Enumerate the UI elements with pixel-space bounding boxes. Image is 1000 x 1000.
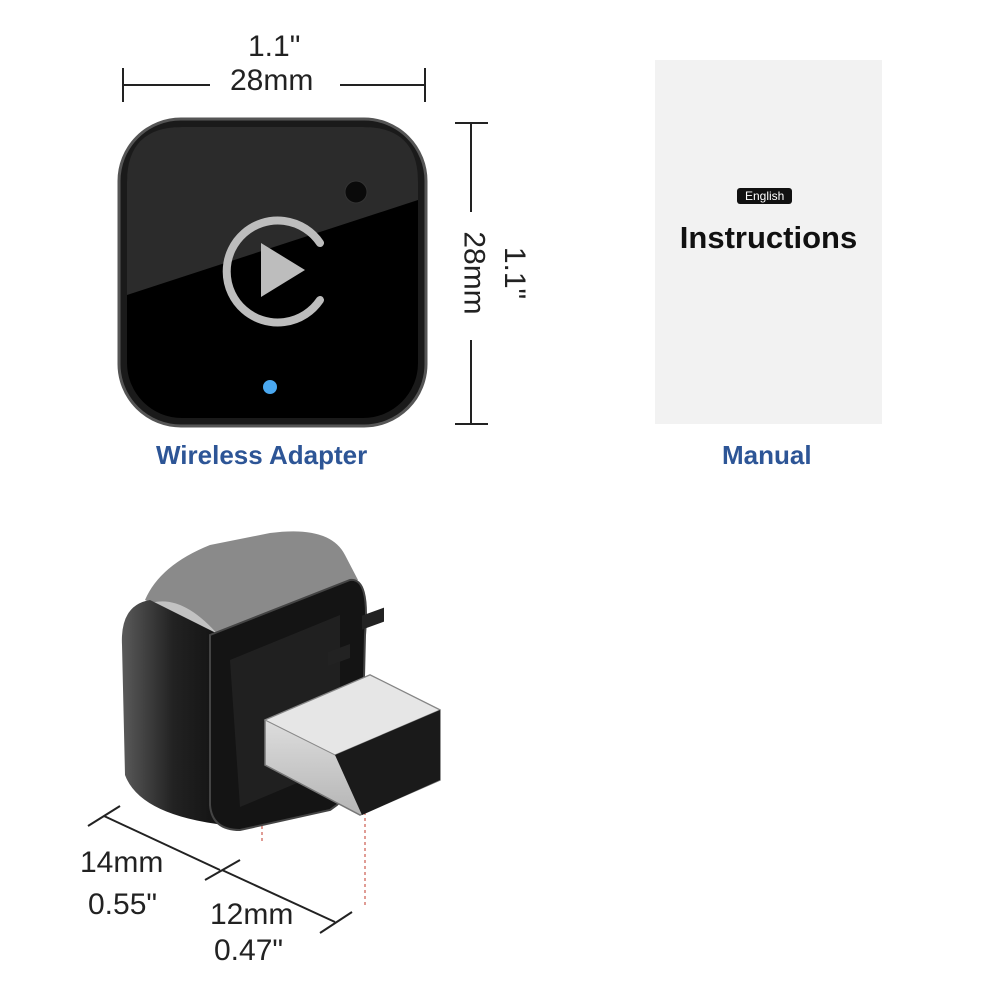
language-badge: English bbox=[737, 188, 793, 204]
usb-length-mm-label: 14mm bbox=[80, 846, 164, 879]
width-mm-label: 28mm bbox=[230, 64, 314, 97]
height-inch-label: 1.1" bbox=[498, 246, 532, 300]
height-mm-label: 28mm bbox=[457, 231, 491, 315]
manual-booklet: English Instructions bbox=[655, 60, 882, 424]
manual-title: Instructions bbox=[679, 220, 858, 255]
wireless-adapter-front bbox=[117, 117, 428, 428]
usb-adapter-side-view bbox=[121, 531, 442, 832]
width-inch-label: 1.1" bbox=[248, 30, 301, 63]
usb-plug-inch-label: 0.47" bbox=[214, 934, 284, 967]
status-led bbox=[263, 380, 277, 394]
usb-plug-mm-label: 12mm bbox=[210, 898, 294, 931]
usb-length-inch-label: 0.55" bbox=[88, 888, 158, 921]
play-logo-icon bbox=[222, 216, 324, 327]
wireless-adapter-caption: Wireless Adapter bbox=[156, 440, 368, 470]
manual-caption: Manual bbox=[722, 440, 812, 470]
